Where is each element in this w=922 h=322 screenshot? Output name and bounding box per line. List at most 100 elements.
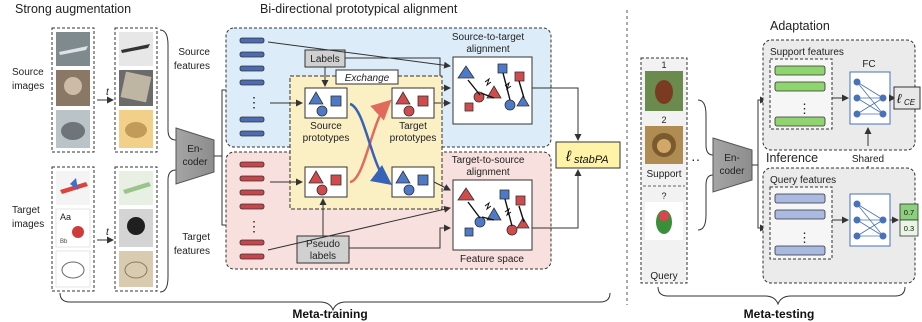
- meta-testing-label: Meta-testing: [744, 307, 815, 321]
- target-prototypes-label-line2: prototypes: [390, 133, 437, 144]
- query-feature-bar-1: [774, 193, 826, 204]
- target-images-label-line1: Target: [12, 205, 40, 216]
- target-feature-bars: [239, 161, 265, 260]
- meta-test-brace-bottom: [697, 174, 714, 231]
- target-feature-bar-4: [239, 203, 265, 210]
- stabpa-loss-subscript: stabPA: [574, 154, 609, 166]
- support-features-label: Support features: [770, 47, 844, 58]
- augmented-clipart-elephant: [119, 251, 153, 287]
- source-images-label-line1: Source: [12, 67, 44, 78]
- support-feature-bars: [774, 65, 826, 127]
- clipart-text-bb: Bb: [60, 239, 68, 245]
- target-feature-bar-6: [239, 253, 265, 260]
- source-brace: [159, 29, 177, 141]
- source-prototypes: [304, 87, 348, 119]
- support-features-ellipsis: ⋮: [798, 101, 811, 116]
- logit-low-cell: [899, 219, 919, 237]
- target-image-clipart-dog: [55, 208, 91, 248]
- feature-space-label: Feature space: [460, 254, 524, 265]
- query-features-ellipsis: ⋮: [798, 230, 811, 245]
- fc-label: FC: [862, 59, 875, 70]
- shared-label: Shared: [852, 154, 884, 165]
- target-feature-bar-1: [239, 161, 265, 168]
- target-prototypes: [391, 87, 435, 119]
- encoder-meta-testing: En- coder: [712, 137, 753, 193]
- pseudo-labels-line1: Pseudo: [306, 239, 340, 250]
- target-image-clipart-elephant: [55, 250, 91, 288]
- exchange-arrow-blue: [349, 102, 392, 186]
- query-features-label: Query features: [770, 175, 836, 186]
- target-images-group: Target images Aa Bb t: [12, 166, 158, 292]
- exchange-label: Exchange: [345, 73, 390, 84]
- source-features-label-line1: Source: [178, 47, 210, 58]
- meta-testing-brace: [657, 286, 906, 306]
- source-feature-bar-2: [239, 51, 265, 58]
- stabpa-loss-box: [555, 141, 621, 169]
- t2s-alignment-label-line1: Target-to-source: [452, 155, 525, 166]
- query-feature-bars: [774, 193, 826, 256]
- source-feature-bar-4: [239, 79, 265, 86]
- ce-loss-symbol: ℓ: [897, 91, 902, 106]
- inference-title: Inference: [766, 151, 818, 165]
- ce-loss-box: [893, 86, 921, 110]
- source-transform-symbol: t: [106, 87, 110, 98]
- source-images-label-line2: images: [12, 81, 44, 92]
- exchange-label-box: [335, 69, 399, 85]
- fc-network-infer: [849, 193, 891, 247]
- t2s-feature-space: [452, 179, 533, 251]
- query-feature-bar-3: [774, 245, 826, 256]
- target-augmented-stack: [114, 166, 158, 292]
- source-augmented-stack: [114, 27, 158, 153]
- source-prototypes-label-line2: prototypes: [303, 133, 350, 144]
- source-feature-bar-5: [239, 116, 265, 123]
- encoder-label-line2: coder: [182, 157, 208, 168]
- ce-loss-subscript: CE: [904, 98, 916, 107]
- target-feature-bar-5: [239, 239, 265, 246]
- query-shot: ?: [661, 191, 666, 201]
- target-features-label-line1: Target: [182, 232, 210, 243]
- target-feature-bar-2: [239, 175, 265, 182]
- pseudo-labels-box: [296, 235, 350, 264]
- target-prototypes-label-line1: Target: [399, 121, 427, 132]
- encoder-test-line2: coder: [719, 166, 745, 177]
- source-feature-bar-6: [239, 130, 265, 137]
- support-feature-bar-1: [774, 65, 826, 76]
- t2s-alignment-label-line2: alignment: [466, 167, 510, 178]
- fc-network-adapt: [849, 71, 891, 125]
- support-query-hdots: ··: [691, 151, 700, 167]
- meta-training-brace: [59, 292, 611, 312]
- logit-high-value: 0.7: [904, 208, 914, 217]
- source-prototypes-label-line1: Source: [310, 121, 342, 132]
- strong-augmentation-title: Strong augmentation: [15, 2, 131, 16]
- support-shot-2: 2: [661, 115, 666, 125]
- target-prototypes-bottom: [304, 166, 348, 198]
- source-feature-bar-1: [239, 37, 265, 44]
- target-image-stack: [51, 166, 95, 292]
- support-label: Support: [646, 169, 681, 180]
- support-query-column: 1 2 Support ? Query: [640, 57, 688, 284]
- query-label: Query: [650, 271, 677, 282]
- s2t-alignment-label-line1: Source-to-target: [452, 32, 524, 43]
- encoder-label-line1: En-: [187, 144, 203, 155]
- source-images-group: Source images t: [12, 27, 158, 153]
- clipart-text-aa: Aa: [60, 212, 71, 222]
- target-transform-symbol: t: [106, 227, 110, 238]
- target-feature-bar-3: [239, 189, 265, 196]
- exchange-arrow-red: [349, 99, 392, 184]
- support-feature-bar-3: [774, 116, 826, 127]
- s2t-alignment-label-line2: alignment: [466, 44, 510, 55]
- support-feature-bar-2: [774, 81, 826, 92]
- source-features-label-line2: features: [174, 61, 210, 72]
- bidirectional-alignment-title: Bi-directional prototypical alignment: [260, 2, 458, 16]
- encoder-test-line1: En-: [724, 153, 740, 164]
- support-shot-1: 1: [661, 60, 666, 70]
- encoder-meta-training: En- coder: [175, 127, 215, 185]
- source-feature-bars: [239, 37, 265, 137]
- target-features-label-line2: features: [174, 246, 210, 257]
- logit-low-value: 0.3: [904, 224, 914, 233]
- source-image-stack: [51, 27, 95, 153]
- target-features-ellipsis: ⋮: [247, 218, 261, 234]
- labels-box-text: Labels: [310, 54, 339, 65]
